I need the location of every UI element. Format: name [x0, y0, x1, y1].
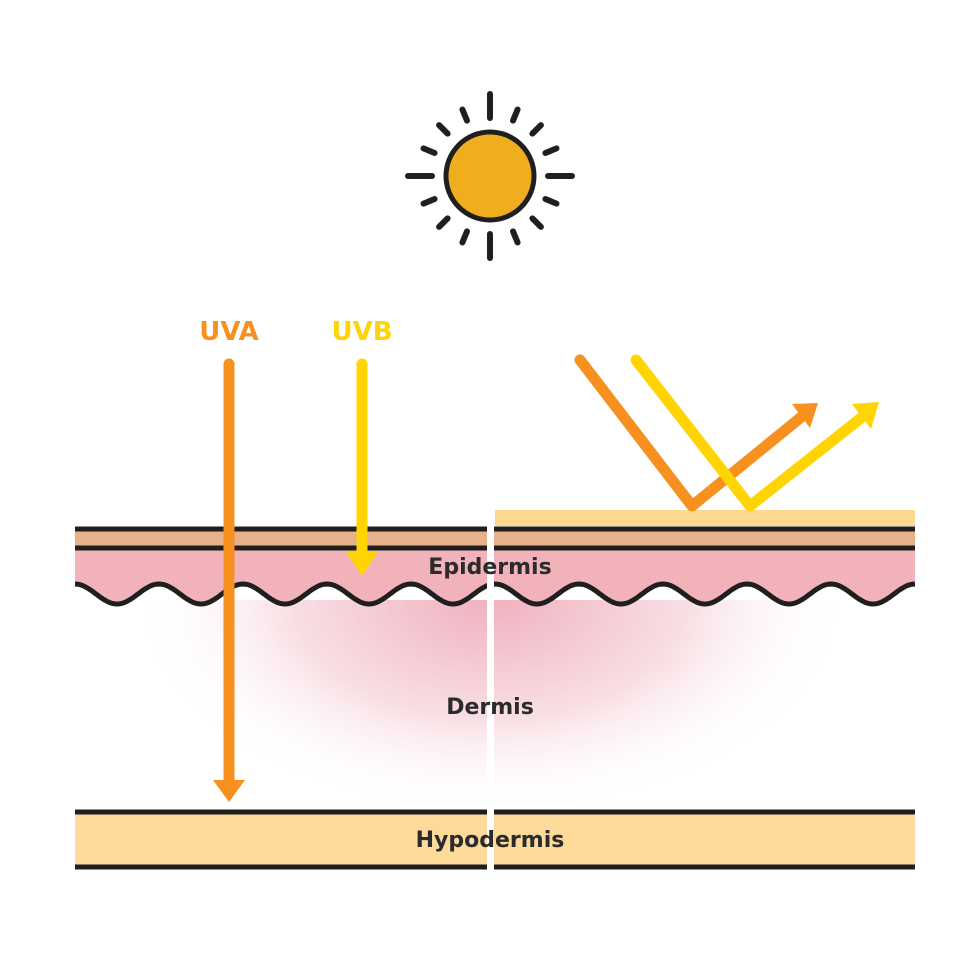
hypodermis-layer — [75, 814, 915, 866]
sun-ray — [420, 196, 438, 207]
divider-gap — [487, 515, 494, 875]
sun-ray — [436, 122, 451, 137]
epidermis-label: Epidermis — [428, 555, 551, 580]
sun-ray — [510, 106, 521, 124]
uva-reflected-arrow — [574, 354, 818, 512]
sun-ray — [459, 228, 470, 246]
sun-disc — [443, 129, 537, 223]
sun-ray — [459, 106, 470, 124]
sun-ray — [420, 145, 438, 156]
sun-ray — [542, 196, 560, 207]
dermis-label: Dermis — [446, 695, 534, 720]
skin-surface-layer — [75, 531, 915, 546]
sun-icon — [405, 91, 575, 261]
uvb-arrow — [346, 358, 378, 576]
protective-layer — [495, 510, 915, 526]
sun-ray — [529, 215, 544, 230]
uva-arrow — [213, 358, 245, 802]
uvb-reflected-arrow — [630, 354, 879, 512]
hypodermis-label: Hypodermis — [416, 828, 565, 853]
sun-ray — [542, 145, 560, 156]
sun-rays — [405, 91, 575, 261]
uva-label: UVA — [199, 317, 259, 347]
dermis-layer — [75, 600, 915, 810]
sun-ray — [529, 122, 544, 137]
sun-ray — [436, 215, 451, 230]
uvb-label: UVB — [331, 317, 392, 347]
dermal-epidermal-junction — [74, 581, 916, 607]
sun-ray — [510, 228, 521, 246]
epidermis-layer — [75, 548, 915, 604]
